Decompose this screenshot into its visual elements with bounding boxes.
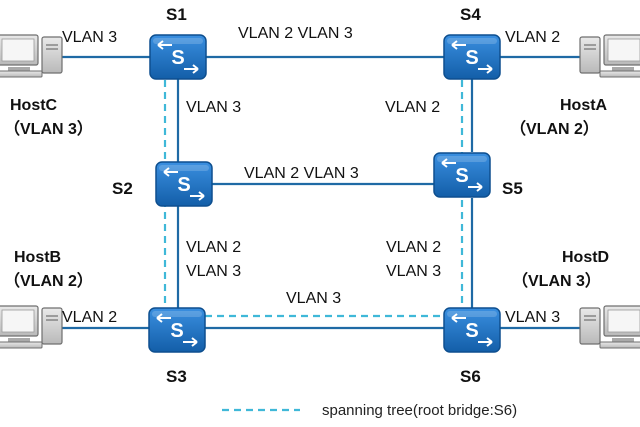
legend: spanning tree(root bridge:S6) [222,402,517,419]
vlan-label-s5-s6-line1: VLAN 2 [386,239,441,256]
switch-glyph: S [170,320,183,342]
switch-label-s4: S4 [460,5,481,24]
switch-s1[interactable]: S [149,34,207,80]
host-a-name: HostA [560,97,608,114]
host-b-vlan: （VLAN 2） [4,272,93,290]
vlan-label-s1-s4: VLAN 2 VLAN 3 [238,25,353,42]
vlan-label-s5-s6-line2: VLAN 3 [386,263,441,280]
legend-label: spanning tree(root bridge:S6) [322,402,517,419]
switch-s2[interactable]: S [155,161,213,207]
host-c[interactable] [0,34,63,78]
host-b[interactable] [0,305,63,349]
computer-icon [0,34,63,78]
vlan-label-s2-s3-line1: VLAN 2 [186,239,241,256]
host-c-vlan: （VLAN 3） [4,120,93,138]
vlan-label-hostC-s1: VLAN 3 [62,29,117,46]
switch-label-s5: S5 [502,179,523,198]
host-b-name: HostB [14,249,61,266]
computer-icon [579,305,640,349]
switch-glyph: S [455,165,468,187]
vlan-label-s1-s2: VLAN 3 [186,99,241,116]
host-a[interactable] [579,34,640,78]
vlan-label-s4-s5: VLAN 2 [385,99,440,116]
computer-icon [579,34,640,78]
switch-glyph: S [465,47,478,69]
computer-icon [0,305,63,349]
host-d-name: HostD [562,249,609,266]
links [56,55,586,330]
host-d[interactable] [579,305,640,349]
vlan-label-s3-s6: VLAN 3 [286,290,341,307]
host-a-vlan: （VLAN 2） [510,120,599,138]
switch-glyph: S [171,47,184,69]
switch-label-s2: S2 [112,179,133,198]
vlan-label-s6-hostD: VLAN 3 [505,309,560,326]
switch-label-s3: S3 [166,367,187,386]
switch-s3[interactable]: S [148,307,206,353]
switch-glyph: S [177,174,190,196]
host-c-name: HostC [10,97,58,114]
switch-s5[interactable]: S [433,152,491,198]
switch-s6[interactable]: S [443,307,501,353]
vlan-label-s2-s3-line2: VLAN 3 [186,263,241,280]
vlan-label-hostB-s3: VLAN 2 [62,309,117,326]
switch-label-s6: S6 [460,367,481,386]
vlan-label-s4-hostA: VLAN 2 [505,29,560,46]
switch-glyph: S [465,320,478,342]
switch-label-s1: S1 [166,5,187,24]
vlan-label-s2-s5: VLAN 2 VLAN 3 [244,165,359,182]
switch-s4[interactable]: S [443,34,501,80]
host-d-vlan: （VLAN 3） [512,272,601,290]
